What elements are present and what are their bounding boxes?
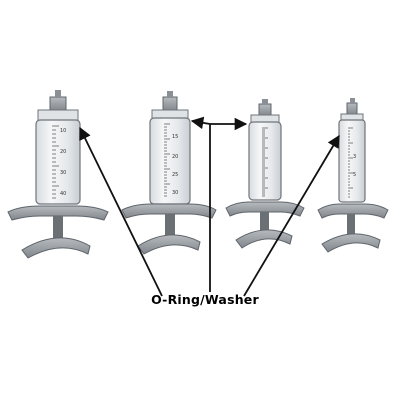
thumb-rest <box>21 237 91 259</box>
medium-syringe: 15 20 25 30 <box>121 91 217 255</box>
scale-label: 15 <box>172 134 178 140</box>
plunger-rod <box>165 214 175 236</box>
plunger-rod <box>53 216 63 240</box>
tip-nozzle <box>258 103 272 117</box>
plunger-rod <box>347 214 355 234</box>
plunger-rod <box>260 212 269 232</box>
scale-label: 30 <box>60 170 66 176</box>
tip-cap <box>55 90 61 98</box>
tip-cap <box>167 91 173 98</box>
scale-label: 10 <box>60 128 66 134</box>
scale-marks <box>164 123 170 197</box>
scale-label: 3 <box>353 154 356 160</box>
scale-label: 5 <box>353 172 356 178</box>
scale-label: 30 <box>172 190 178 196</box>
mini-syringe: 3 5 <box>317 98 389 253</box>
thumb-rest <box>321 233 381 253</box>
arrow-to-large-syringe <box>79 126 163 297</box>
finger-grip <box>7 205 109 221</box>
tip-cap <box>262 99 268 105</box>
o-ring-washer-label: O-Ring/Washer <box>151 292 259 307</box>
arrow-to-mini-syringe <box>243 134 340 297</box>
scale-marks <box>262 127 268 197</box>
finger-grip <box>225 201 305 217</box>
scale-label: 40 <box>60 191 66 197</box>
thumb-rest <box>137 234 201 255</box>
tip-nozzle <box>162 96 178 112</box>
syringe-barrel <box>149 117 191 205</box>
scale-label: 20 <box>172 154 178 160</box>
syringe-barrel <box>248 121 282 201</box>
tip-nozzle <box>346 102 358 116</box>
tip-cap <box>350 98 355 104</box>
callout-arrows <box>79 116 340 297</box>
scale-marks <box>348 127 353 198</box>
tip-nozzle <box>49 96 67 112</box>
syringe-barrel <box>338 119 366 203</box>
scale-label: 20 <box>60 149 66 155</box>
arrow-to-medium-syringe <box>190 116 211 130</box>
large-syringe: 10 20 30 40 <box>7 90 109 259</box>
scale-label: 25 <box>172 172 178 178</box>
scale-marks <box>52 125 59 199</box>
thumb-rest <box>235 229 293 249</box>
finger-grip <box>121 203 217 219</box>
syringe-barrel <box>35 119 81 205</box>
small-syringe <box>225 99 305 249</box>
finger-grip <box>317 203 389 219</box>
